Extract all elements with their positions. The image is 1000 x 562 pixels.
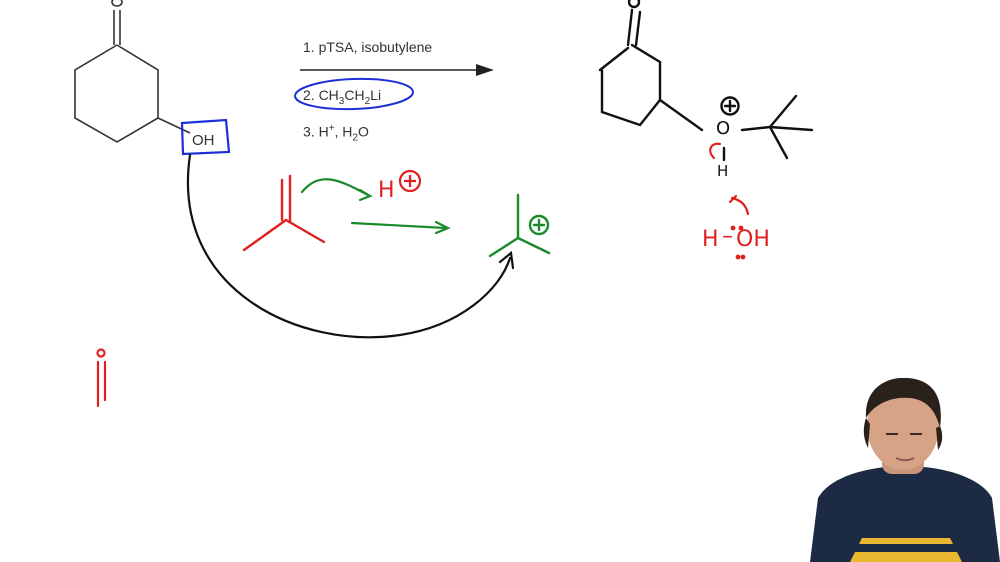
hydroxyl-label: OH	[192, 132, 215, 149]
hydroxyl-highlight-box	[180, 118, 231, 156]
reagent-step-1: 1. pTSA, isobutylene	[303, 39, 433, 55]
isobutylene-sketch	[242, 174, 326, 252]
proton-charge-icon	[398, 169, 422, 193]
product-sketch	[598, 0, 814, 162]
water-bond-dash: –	[722, 224, 733, 249]
nucleophilic-attack-arrow	[187, 153, 515, 339]
oxonium-hydrogen-label: H	[717, 162, 729, 180]
proton-transfer-arrows	[709, 142, 750, 260]
oxonium-oxygen-label: O	[716, 118, 731, 139]
reagent-step-2: 2. CH3CH2Li	[303, 87, 382, 107]
water-oh-label: OH	[736, 227, 770, 252]
reaction-arrow	[300, 64, 494, 76]
water-hydrogen-label: H	[702, 227, 719, 252]
reagent-circle-highlight	[294, 77, 414, 111]
proton-label: H	[378, 178, 395, 203]
reagent-step-3: 3. H+, H2O	[303, 123, 369, 144]
presenter-webcam-image	[810, 378, 1000, 562]
tert-butyl-cation-sketch	[488, 193, 551, 258]
starting-material-cyclohexanone	[74, 0, 191, 143]
protonation-arrows	[300, 178, 451, 235]
red-carbonyl-doodle	[96, 348, 107, 408]
